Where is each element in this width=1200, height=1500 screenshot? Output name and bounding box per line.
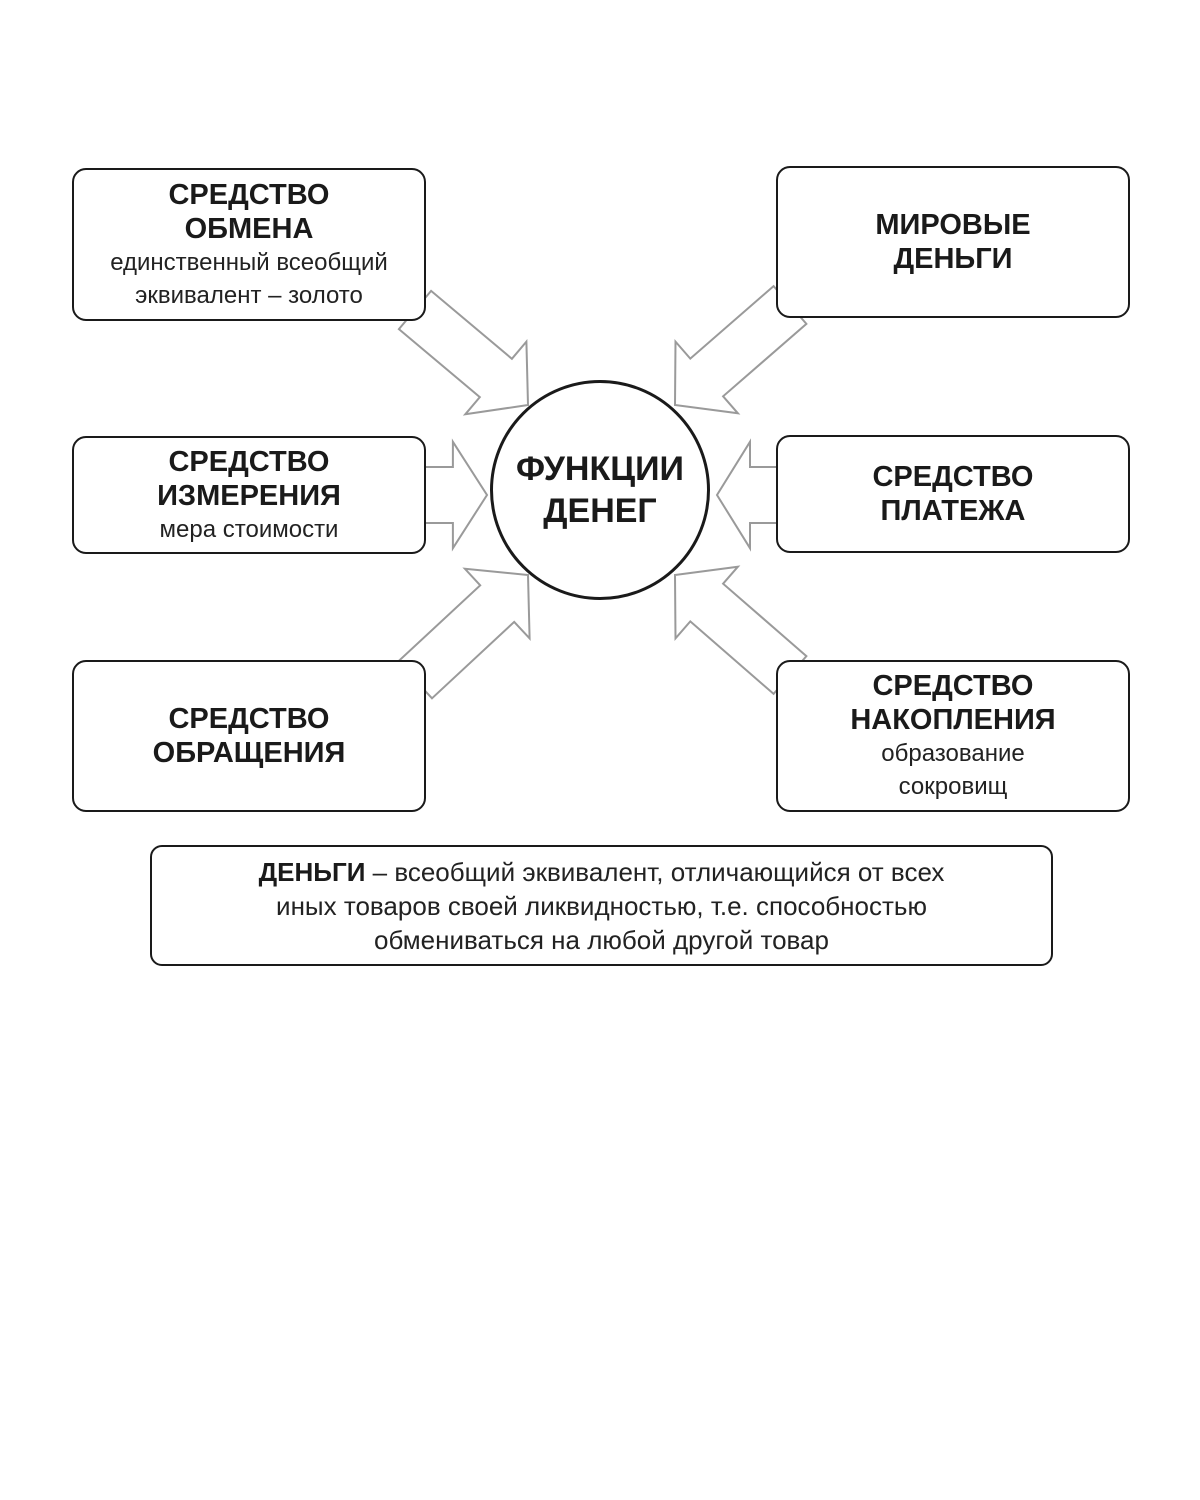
hoard-desc-line1: образование [881,740,1025,767]
payment-title-line2: ПЛАТЕЖА [880,495,1026,527]
hoard-desc-line2: сокровищ [898,773,1008,800]
world-money-box: МИРОВЫЕ ДЕНЬГИ [776,166,1130,318]
circulation-function-box: СРЕДСТВО ОБРАЩЕНИЯ [72,660,426,812]
definition-line2: иных товаров своей ликвидностью, т.е. сп… [276,890,927,921]
hoard-title-line1: СРЕДСТВО [872,670,1034,702]
measure-function-box: СРЕДСТВО ИЗМЕРЕНИЯ мера стоимости [72,436,426,554]
definition-line1: ДЕНЬГИ – всеобщий эквивалент, отличающий… [259,855,945,889]
circulation-title-line1: СРЕДСТВО [168,703,330,735]
exchange-desc-line2: эквивалент – золото [135,281,363,309]
definition-box: ДЕНЬГИ – всеобщий эквивалент, отличающий… [150,845,1053,966]
center-node: ФУНКЦИИ ДЕНЕГ [490,380,710,600]
hoard-title-line2: НАКОПЛЕНИЯ [850,704,1056,736]
arrow-from-measure [424,438,489,552]
arrow-from-hoard [673,565,808,696]
world-title-line1: МИРОВЫЕ [875,209,1031,241]
center-title-line1: ФУНКЦИИ [516,450,684,488]
payment-function-box: СРЕДСТВО ПЛАТЕЖА [776,435,1130,553]
exchange-title-line1: СРЕДСТВО [168,178,330,211]
arrow-from-exchange [397,289,530,416]
payment-title-line1: СРЕДСТВО [872,461,1034,493]
hoard-function-box: СРЕДСТВО НАКОПЛЕНИЯ образование сокровищ [776,660,1130,812]
measure-title-line2: ИЗМЕРЕНИЯ [157,479,341,512]
arrow-from-payment [715,438,778,552]
definition-term: ДЕНЬГИ [258,856,366,887]
exchange-desc-line1: единственный всеобщий [110,248,388,276]
arrow-from-world [673,284,808,415]
center-title-line2: ДЕНЕГ [543,492,657,530]
exchange-function-box: СРЕДСТВО ОБМЕНА единственный всеобщий эк… [72,168,426,321]
measure-desc: мера стоимости [159,515,339,543]
exchange-title-line2: ОБМЕНА [184,212,314,245]
world-title-line2: ДЕНЬГИ [893,243,1013,275]
definition-line1-text: – всеобщий эквивалент, отличающийся от в… [365,856,945,887]
arrow-from-circulation [396,567,531,700]
definition-line3: обмениваться на любой другой товар [374,924,829,955]
measure-title-line1: СРЕДСТВО [168,445,330,478]
circulation-title-line2: ОБРАЩЕНИЯ [152,737,346,769]
